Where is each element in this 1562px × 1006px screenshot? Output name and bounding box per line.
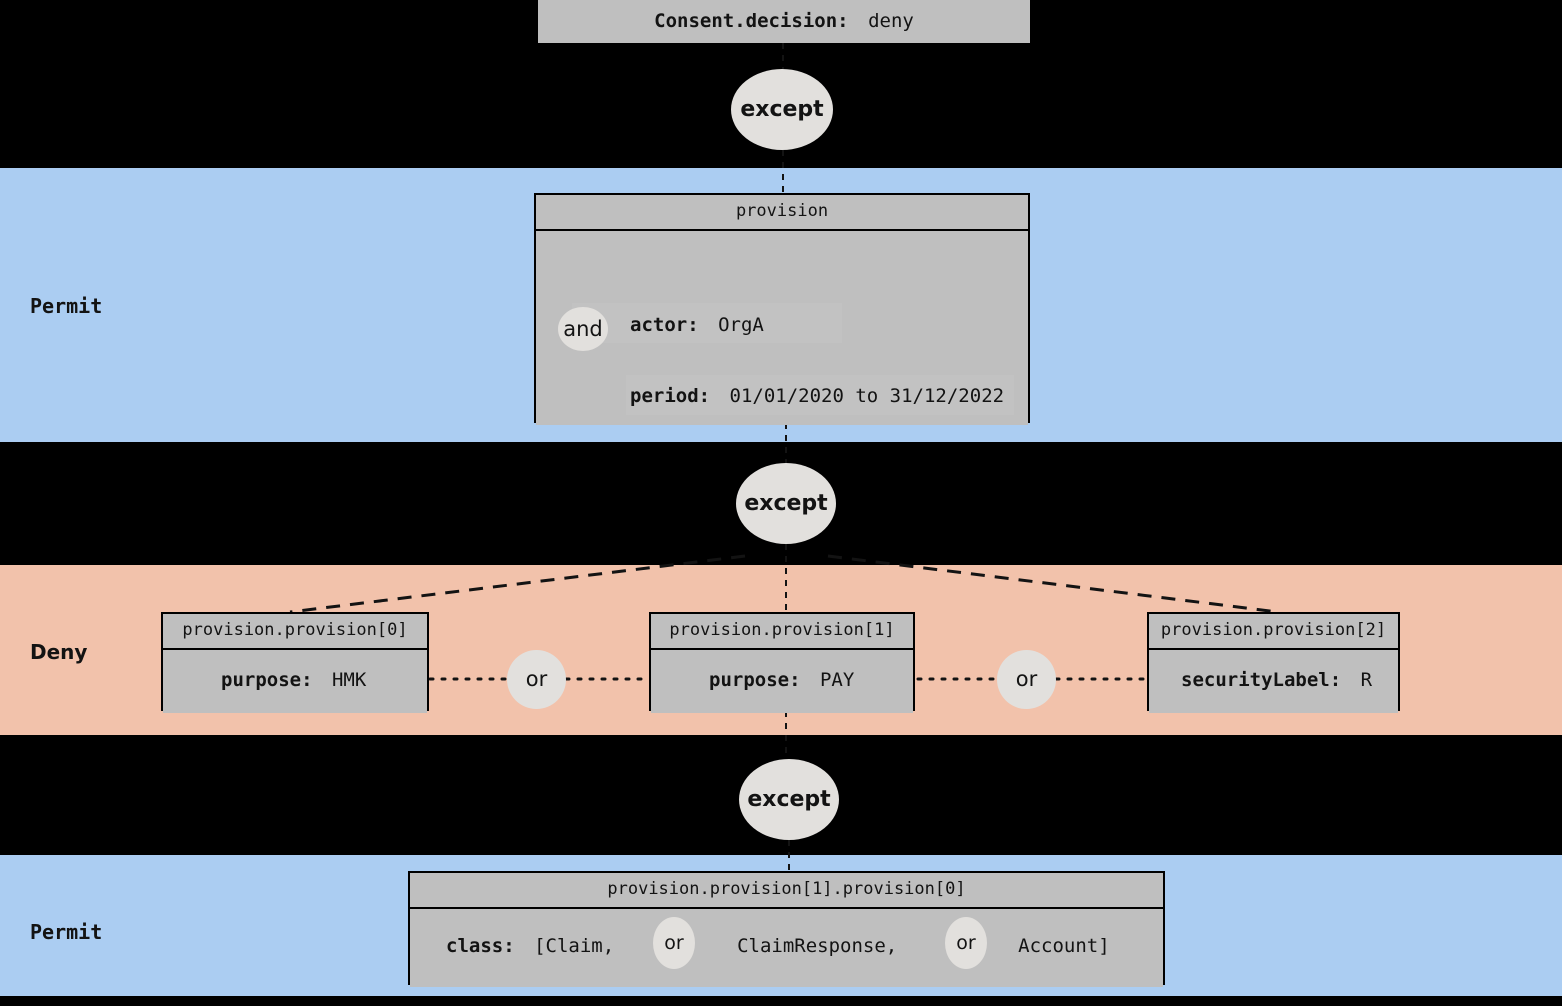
and-label: and [563,316,603,341]
attr-securitylabel: securityLabel: R [1181,671,1372,690]
or-node-class-1: or [653,917,695,969]
node-provision-0-header: provision.provision[0] [163,614,427,650]
band-label-deny: Deny [30,640,88,664]
attr-purpose-hmk: purpose: HMK [221,671,366,690]
attr-actor: actor: OrgA [630,316,764,335]
except-label-1: except [740,96,824,122]
attr-class-part-2: Account] [1018,935,1110,957]
node-provision-1-0-body: class: [Claim, ClaimResponse, Account] [410,909,1163,987]
attr-period-key: period: [630,385,711,407]
node-provision-1-header: provision.provision[1] [651,614,913,650]
attr-class: class: [Claim, ClaimResponse, Account] [446,937,1110,956]
node-provision-2: provision.provision[2] securityLabel: R [1147,612,1400,713]
attr-class-part-0: [Claim, [534,935,615,957]
attr-purpose-pay-value: PAY [819,669,855,691]
attr-class-part-1: ClaimResponse, [737,935,898,957]
node-provision-2-header: provision.provision[2] [1149,614,1398,650]
consent-decision-key: Consent.decision: [654,10,849,32]
attr-shade-period [626,375,1014,415]
attr-actor-value: OrgA [718,314,764,336]
node-provision-1: provision.provision[1] purpose: PAY [649,612,915,713]
attr-purpose-pay: purpose: PAY [709,671,854,690]
node-provision-0-body: purpose: HMK [163,650,427,713]
band-label-permit-top: Permit [30,294,103,318]
attr-actor-key: actor: [630,314,699,336]
attr-period: period: 01/01/2020 to 31/12/2022 [630,387,1004,406]
attr-securitylabel-key: securityLabel: [1181,669,1342,691]
node-provision-2-body: securityLabel: R [1149,650,1398,713]
node-provision-0: provision.provision[0] purpose: HMK [161,612,429,713]
except-label-3: except [747,786,831,812]
consent-decision-value: deny [868,10,914,32]
attr-period-value: 01/01/2020 to 31/12/2022 [729,385,1005,407]
or-label-1: or [525,667,548,691]
node-provision: provision actor: OrgA period: 01/01/2020… [534,193,1030,425]
except-label-2: except [744,490,828,516]
or-label-2: or [1015,667,1038,691]
node-provision-body: actor: OrgA period: 01/01/2020 to 31/12/… [536,231,1028,425]
attr-securitylabel-value: R [1360,669,1373,691]
or-label-class-2: or [956,931,976,954]
except-node-1: except [731,69,833,150]
except-node-3: except [739,759,839,840]
attr-purpose-hmk-value: HMK [331,669,367,691]
attr-purpose-pay-key: purpose: [709,669,801,691]
attr-purpose-hmk-key: purpose: [221,669,313,691]
node-provision-1-body: purpose: PAY [651,650,913,713]
and-node: and [558,307,608,351]
band-label-permit-bottom: Permit [30,920,103,944]
attr-shade-actor [572,303,842,343]
or-node-1: or [507,650,566,709]
consent-decision-bar: Consent.decision: deny [538,0,1030,43]
attr-class-key: class: [446,935,515,957]
or-label-class-1: or [664,931,684,954]
except-node-2: except [736,463,836,544]
node-provision-header: provision [536,195,1028,231]
node-provision-1-0-header: provision.provision[1].provision[0] [410,873,1163,909]
node-provision-1-0: provision.provision[1].provision[0] clas… [408,871,1165,987]
or-node-2: or [997,650,1056,709]
or-node-class-2: or [945,917,987,969]
